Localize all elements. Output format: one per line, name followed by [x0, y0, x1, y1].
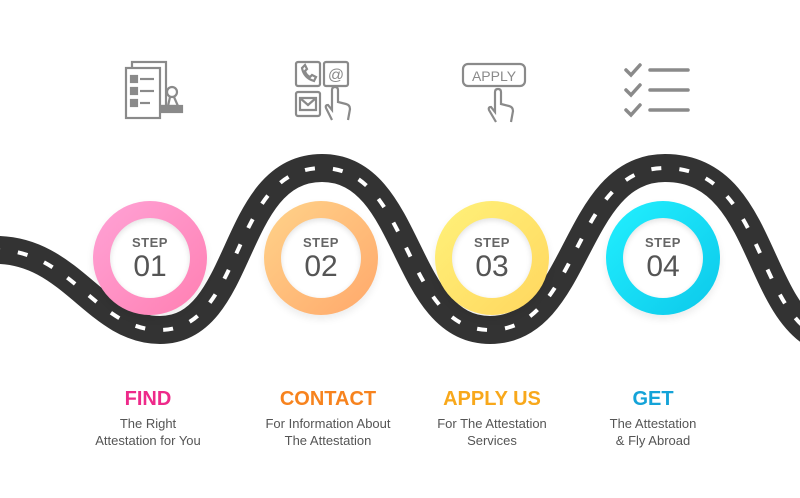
step-label: STEP — [303, 234, 339, 250]
step-title: CONTACT — [279, 388, 377, 410]
step-4-caption: GET The Attestation & Fly Abroad — [563, 388, 743, 449]
step-desc-line: The Attestation — [284, 433, 372, 448]
svg-text:@: @ — [328, 67, 344, 84]
step-desc-line: & Fly Abroad — [615, 433, 691, 448]
step-desc-line: The Attestation — [609, 416, 697, 431]
step-label: STEP — [132, 234, 168, 250]
step-desc-line: Attestation for You — [95, 433, 201, 448]
step-title: GET — [632, 388, 674, 410]
step-number: 02 — [304, 249, 338, 283]
checklist-icon — [624, 63, 690, 118]
step-number: 03 — [475, 249, 509, 283]
step-title: APPLY US — [443, 388, 541, 410]
step-desc-line: The Right — [119, 416, 177, 431]
step-number: 04 — [646, 249, 680, 283]
svg-text:APPLY: APPLY — [472, 68, 517, 84]
step-desc-line: Services — [467, 433, 517, 448]
step-label: STEP — [645, 234, 681, 250]
documents-stamp-icon — [124, 60, 184, 120]
step-label: STEP — [474, 234, 510, 250]
step-title: FIND — [124, 388, 172, 410]
contact-touch-icon: @ — [294, 60, 352, 121]
apply-button-click-icon: APPLY — [461, 62, 527, 123]
step-number: 01 — [133, 249, 167, 283]
step-desc-line: For Information About — [265, 416, 391, 431]
step-desc-line: For The Attestation — [437, 416, 547, 431]
